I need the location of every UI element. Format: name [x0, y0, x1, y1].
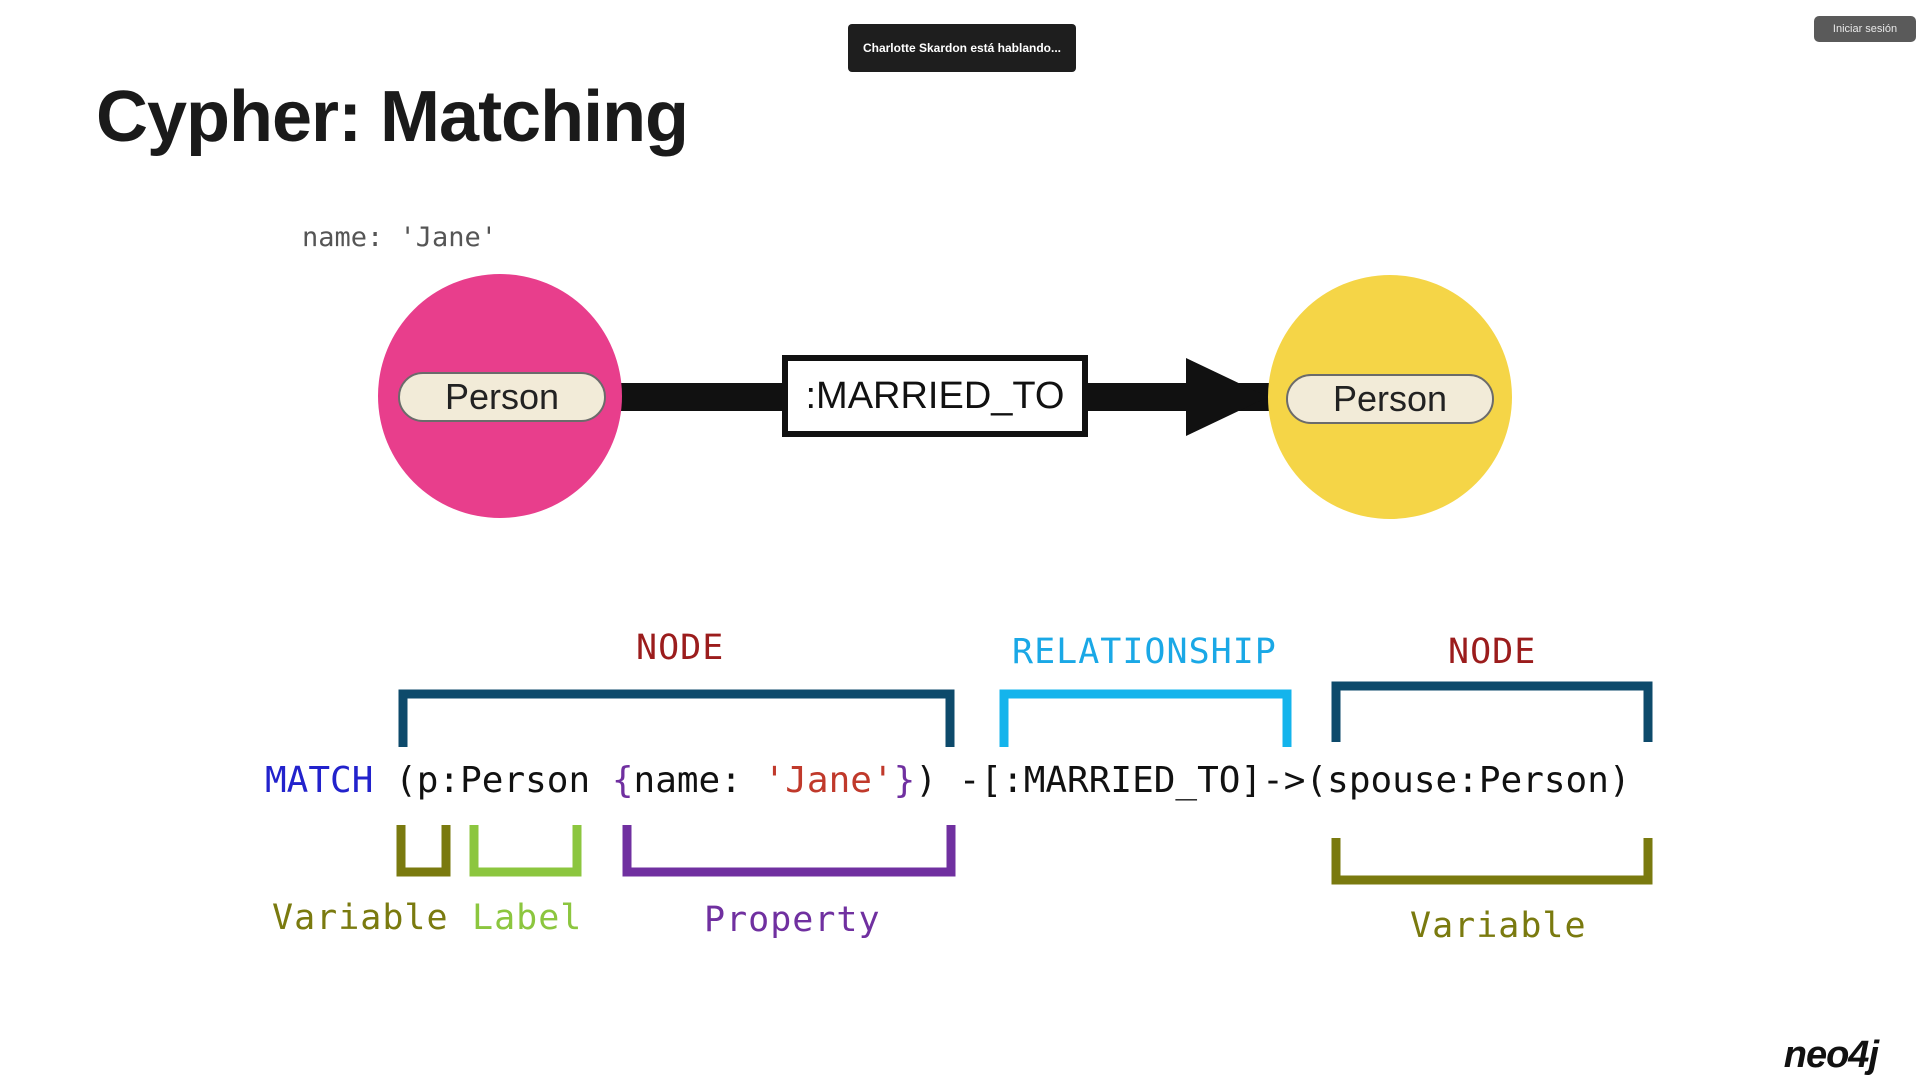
query-prop-value: 'Jane' [763, 760, 894, 801]
query-prop-key: name: [633, 760, 742, 801]
query-relationship: -[:MARRIED_TO]-> [958, 760, 1306, 801]
relationship-label-box: :MARRIED_TO [782, 355, 1088, 437]
query-close-paren: ) [915, 760, 937, 801]
login-button[interactable]: Iniciar sesión [1814, 16, 1916, 42]
annotation-label: Label [472, 898, 583, 938]
speaking-notification: Charlotte Skardon está hablando... [848, 24, 1076, 72]
node-property-label: name: 'Jane' [302, 222, 498, 253]
query-second-node: (spouse:Person) [1305, 760, 1631, 801]
query-open-paren: (p: [395, 760, 461, 801]
annotation-node-2: NODE [1448, 632, 1537, 672]
neo4j-logo: neo4j [1783, 1034, 1879, 1076]
query-close-brace: } [893, 760, 916, 801]
annotation-node-1: NODE [636, 628, 725, 668]
annotation-variable-2: Variable [1410, 906, 1587, 946]
right-node-label: Person [1286, 374, 1494, 424]
cypher-query: MATCH (p: Person { name: 'Jane' } ) -[:M… [265, 760, 1631, 801]
slide-title: Cypher: Matching [96, 77, 689, 157]
annotation-relationship: RELATIONSHIP [1012, 632, 1277, 672]
query-keyword: MATCH [265, 760, 374, 801]
left-node-label: Person [398, 372, 606, 422]
query-open-brace: { [611, 760, 634, 801]
annotation-variable-1: Variable [272, 898, 449, 938]
query-label: Person [460, 760, 591, 801]
annotation-property: Property [704, 900, 881, 940]
